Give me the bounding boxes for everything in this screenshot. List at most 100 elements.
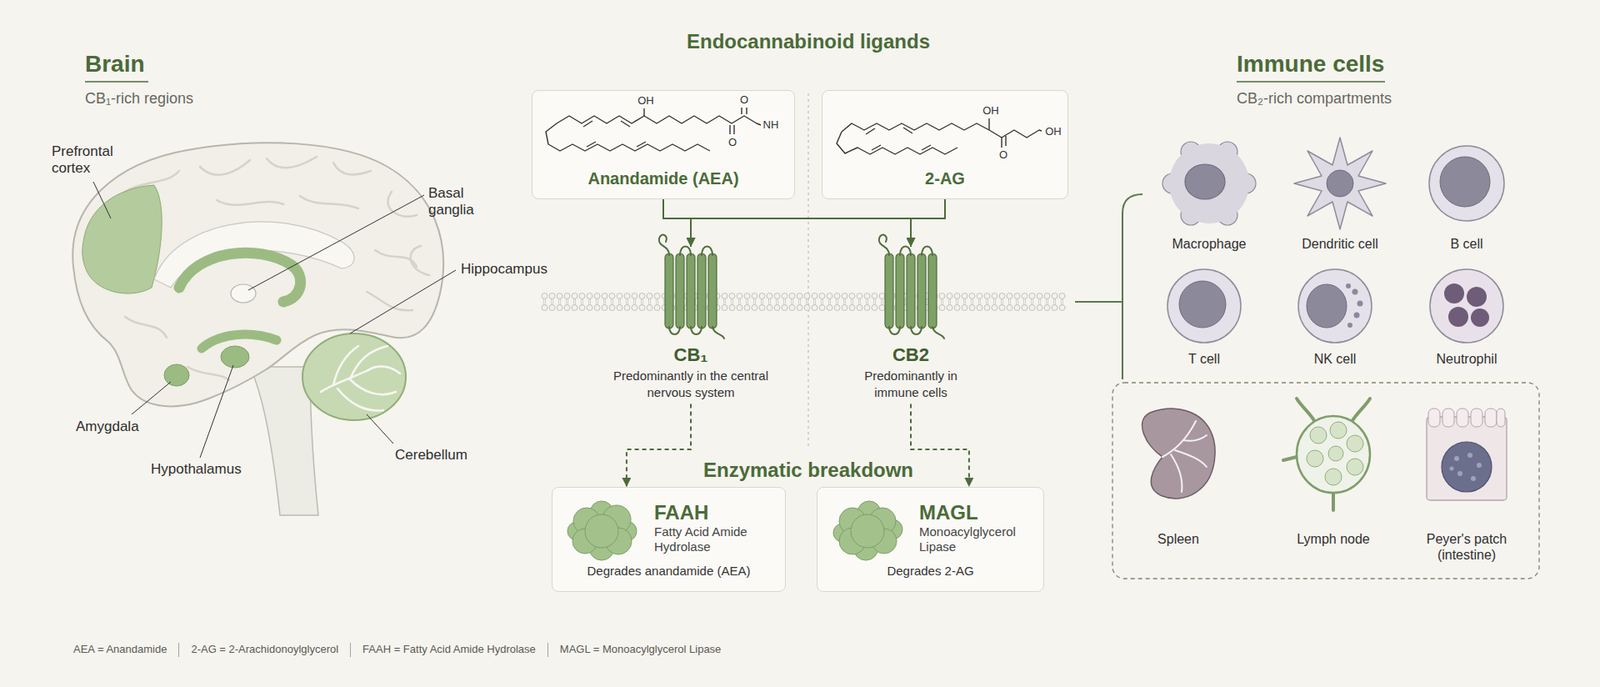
cb1-receptor-icon	[659, 235, 670, 255]
gyri	[125, 316, 167, 338]
cb2-receptor-icon	[906, 253, 915, 329]
anandamide-structure	[643, 108, 645, 116]
cb1-receptor-icon	[665, 253, 674, 329]
region-label: Hypothalamus	[150, 460, 242, 478]
cell-membrane	[540, 292, 1067, 311]
neutrophil-icon	[1448, 306, 1469, 327]
macrophage-icon	[1169, 143, 1250, 224]
cb2-receptor-icon	[921, 246, 933, 256]
immune-cell: Macrophage	[1145, 133, 1273, 252]
cb1-receptor-icon	[701, 246, 713, 256]
atom-label: NH	[762, 119, 780, 131]
2-ag-structure	[836, 131, 958, 155]
box-ground	[816, 486, 1045, 592]
cell-label: NK cell	[1271, 350, 1399, 367]
immune-cell: Dendritic cell	[1276, 133, 1404, 252]
anandamide-structure	[740, 107, 742, 115]
2-ag-structure	[988, 118, 990, 130]
b-cell-icon	[1440, 156, 1490, 207]
degradation-arrow	[910, 403, 970, 487]
atom-label: O	[727, 136, 738, 149]
b-cell-icon	[1429, 145, 1505, 221]
cb2-receptor-icon	[879, 235, 890, 255]
gyri	[333, 162, 371, 175]
immune-cell: NK cell	[1271, 265, 1399, 367]
lymph-node-icon	[1306, 421, 1364, 485]
peyers-patch-icon	[1470, 408, 1483, 427]
enzyme-box: MAGLMonoacylglycerol LipaseDegrades 2-AG	[816, 486, 1045, 592]
leader-line	[200, 365, 234, 458]
anandamide-structure	[545, 123, 710, 151]
peyers-patch-icon	[1485, 408, 1497, 427]
cb1-receptor-icon	[686, 253, 695, 329]
binding-arrow	[663, 199, 691, 247]
lymphoid-organ: Lymph node	[1274, 404, 1393, 547]
abbreviation-note: MAGL = Monoacylglycerol Lipase	[547, 642, 734, 657]
anandamide-structure	[729, 125, 730, 135]
abbreviation-note: AEA = Anandamide	[73, 642, 179, 657]
arbor-vitae	[350, 379, 396, 395]
leader-line	[93, 181, 456, 458]
peyers-patch-icon	[1467, 452, 1473, 458]
connectors	[626, 199, 970, 487]
nk-cell-icon	[1352, 289, 1359, 295]
region-label: Hippocampus	[460, 260, 548, 278]
heading-underline	[85, 80, 1385, 83]
cb2-receptor-icon	[879, 235, 945, 339]
nk-cell-icon	[1357, 300, 1364, 307]
spleen-icon	[1162, 420, 1207, 492]
peyers-patch-icon	[1450, 466, 1455, 471]
lymphoid-organ: Peyer's patch (intestine)	[1407, 404, 1526, 563]
organ-panel	[1112, 382, 1540, 579]
2-ag-structure	[1005, 135, 1006, 146]
lymph-node-icon	[1346, 458, 1364, 475]
leader-line	[131, 381, 171, 415]
bracket	[1075, 194, 1143, 380]
abbreviation-footer: AEA = Anandamide2-AG = 2-Arachidonoylgly…	[73, 642, 733, 657]
section-subtitle: CB₁-rich regions	[85, 90, 194, 109]
enzyme-icon	[833, 500, 903, 560]
cb2-receptor-icon	[928, 253, 937, 329]
arbor-vitae	[333, 345, 359, 385]
enzyme-name: Fatty Acid Amide Hydrolase	[654, 524, 771, 556]
peyers-patch-icon	[1470, 475, 1476, 481]
neutrophil-icon	[1444, 283, 1490, 327]
lymph-node-icon	[1283, 456, 1297, 460]
anandamide-structure	[545, 107, 761, 151]
cb1-receptor-icon	[665, 253, 717, 329]
cell-label: Spleen	[1119, 530, 1238, 547]
macrophage-icon	[1162, 141, 1256, 225]
cb1-receptor-icon	[659, 235, 725, 339]
nk-cell-icon	[1306, 284, 1347, 328]
lymph-node-icon	[1296, 415, 1370, 493]
box-ground	[821, 90, 1069, 200]
neutrophil-icon	[1430, 269, 1504, 343]
heading-underline	[1236, 80, 1385, 83]
box-ground	[551, 486, 786, 592]
binding-arrow	[690, 199, 945, 247]
anandamide-structure	[636, 141, 646, 147]
gyri	[375, 250, 417, 267]
receptor-name: CB2	[830, 344, 991, 366]
b-cell-icon	[1429, 145, 1505, 221]
spleen-icon	[1170, 454, 1182, 492]
abbreviation-note: 2-AG = 2-Arachidonoylglycerol	[178, 642, 350, 657]
cell-label: Neutrophil	[1403, 350, 1530, 367]
cerebellum	[302, 333, 406, 420]
cell-label: Peyer's patch (intestine)	[1407, 530, 1526, 563]
heading-underline	[85, 80, 149, 83]
gyri	[125, 156, 430, 380]
lymph-node-icon	[1325, 468, 1342, 485]
basal-ganglia-region	[179, 252, 301, 302]
arbor-vitae	[337, 388, 384, 411]
cb1-receptor-icon	[680, 246, 691, 256]
neutrophil-icon	[1430, 269, 1504, 343]
prefrontal-region	[82, 185, 162, 294]
cb2-receptor-icon	[879, 235, 945, 339]
atom-label: O	[998, 149, 1009, 161]
cell-label: B cell	[1403, 235, 1530, 252]
spleen-icon	[1142, 408, 1216, 499]
section-heading: Endocannabinoid ligands	[686, 30, 930, 55]
